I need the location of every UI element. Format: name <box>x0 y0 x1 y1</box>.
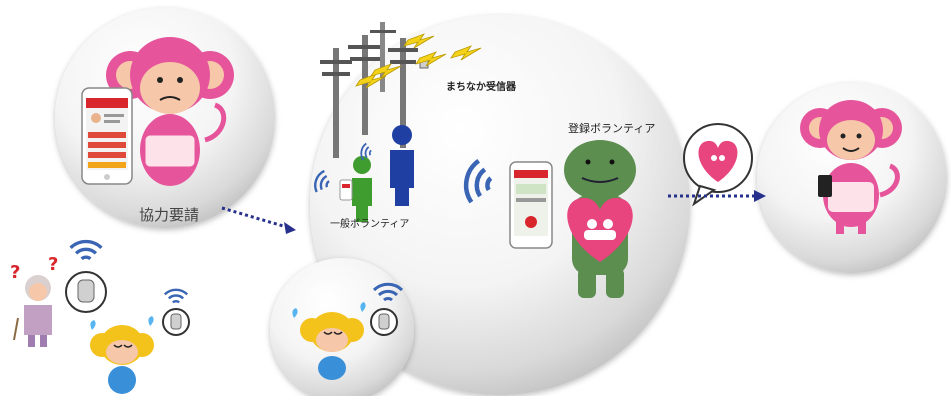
beacon-bubble <box>162 308 190 336</box>
registered-volunteer-label: 登録ボランティア <box>568 122 656 135</box>
turtle-volunteer <box>564 140 636 298</box>
beacon-bubble <box>65 271 107 313</box>
pink-monkey-worried <box>106 37 234 186</box>
request-label: 協力要請 <box>139 206 200 224</box>
tear-drop-icon <box>148 316 154 326</box>
heart-speech-bubble <box>683 123 753 207</box>
request-arrow <box>221 206 296 234</box>
tear-drop-icon <box>360 302 366 312</box>
tear-drop-icon <box>292 308 298 318</box>
general-volunteer-label: 一般ボランティア <box>330 219 410 230</box>
smartphone-icon <box>81 87 133 185</box>
question-mark-icon: ? <box>48 254 58 275</box>
elderly-woman: ? ? <box>10 254 58 347</box>
yellow-monkey-crying <box>90 316 154 394</box>
wifi-signal-icon <box>163 288 189 304</box>
general-volunteer-figures <box>339 125 414 222</box>
receiver-label: まちなか受信器 <box>446 82 516 93</box>
question-mark-icon: ? <box>10 262 20 283</box>
beacon-bubble <box>370 308 398 336</box>
heart-icon <box>567 197 633 262</box>
heart-icon <box>698 140 738 182</box>
tear-drop-icon <box>90 320 96 330</box>
pink-monkey-happy <box>800 100 902 234</box>
wifi-signal-icon <box>68 239 104 261</box>
found-arrow <box>668 190 766 202</box>
smartphone-icon <box>509 161 553 249</box>
yellow-monkey-crying <box>292 302 366 380</box>
